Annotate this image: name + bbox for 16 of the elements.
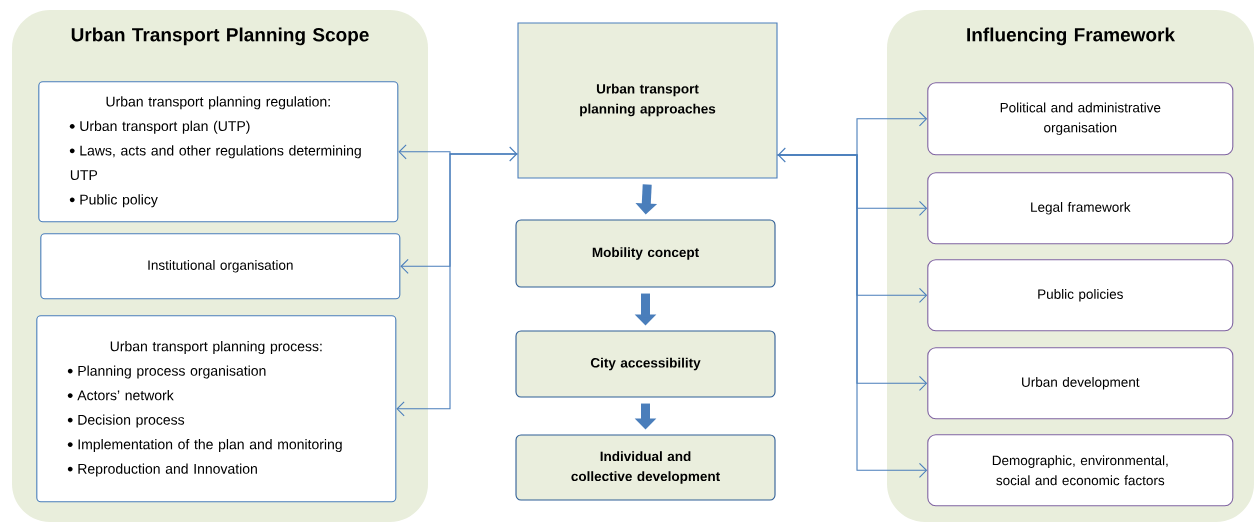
connector-arrow [398,144,518,162]
process-box: Urban transport planning approaches [517,22,778,179]
process-box: Mobility concept [515,219,776,288]
factor-box: Urban development [927,347,1234,420]
factor-box: Public policies [927,259,1234,332]
text-box: Urban transport planning process: Planning process organisation Actors’ network Decision process Implementation of the plan and monitoring Reproduction and Innovation [36,315,397,503]
text-box: Institutional organisation [40,233,401,300]
process-box: City accessibility [515,330,776,398]
factor-box: Demographic, environmental, social and economic factors [927,434,1234,507]
connector-arrow [777,154,928,478]
text-box: Urban transport planning regulation: Urban transport plan (UTP) Laws, acts and other regulations determining UTP Public policy [38,81,399,223]
connector-arrow [396,153,518,417]
connector-arrow [777,111,928,163]
factor-box: Legal framework [927,172,1234,245]
factor-box: Political and administrative organisation [927,82,1234,156]
process-box: Individual and collective development [515,434,776,501]
